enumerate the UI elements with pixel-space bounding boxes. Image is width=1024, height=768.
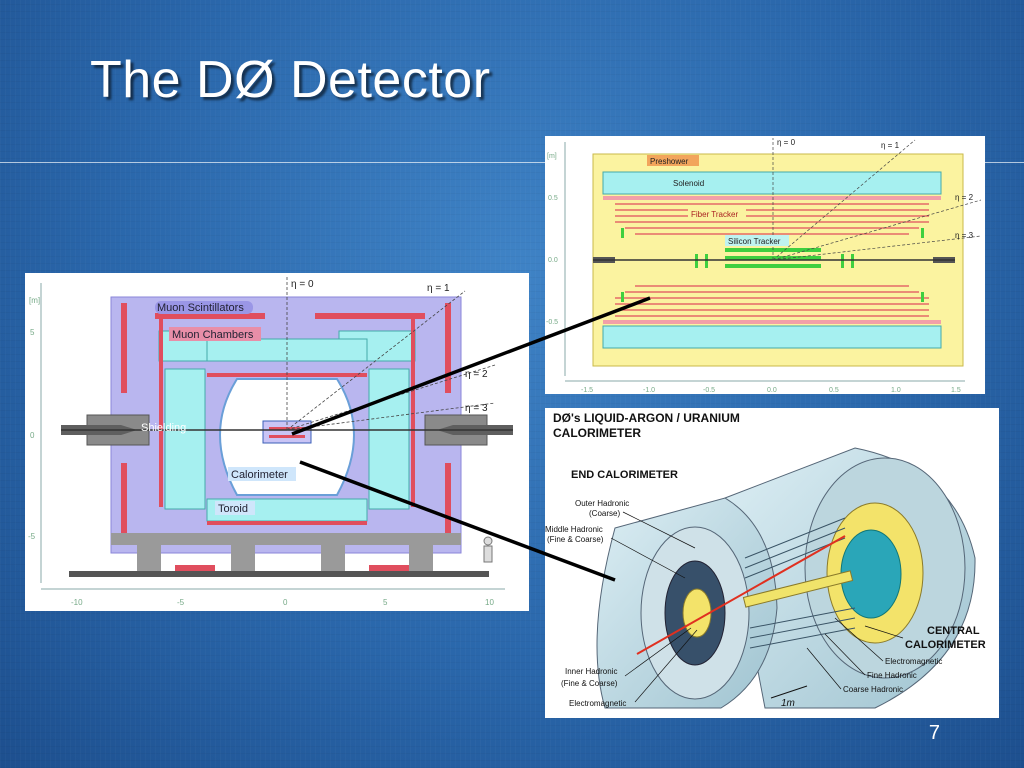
y-axis-unit: [m] — [29, 296, 40, 305]
muon-scintillators-label: Muon Scintillators — [157, 302, 244, 314]
middle-hadronic-label: Middle Hadronic — [545, 525, 603, 534]
tracker-y-unit: [m] — [547, 153, 557, 160]
outer-hadronic-label: Outer Hadronic — [575, 499, 629, 508]
muon-chamber-bar — [155, 313, 265, 319]
calorimeter-cutaway-panel: DØ's LIQUID-ARGON / URANIUM CALORIMETER … — [545, 408, 999, 718]
solenoid-label: Solenoid — [673, 179, 704, 188]
electromagnetic-label: Electromagnetic — [885, 657, 942, 666]
outer-hadronic-sublabel: (Coarse) — [589, 509, 620, 518]
calorimeter-cutaway-diagram: DØ's LIQUID-ARGON / URANIUM CALORIMETER … — [545, 411, 986, 709]
solenoid-bottom — [602, 325, 942, 349]
tracker-x-tick-neg1-0: -1.0 — [643, 387, 655, 394]
x-tick-neg5: -5 — [177, 598, 185, 607]
calorimeter-modules — [744, 517, 856, 649]
scale-label: 1m — [781, 698, 795, 709]
toroid-right — [368, 368, 410, 510]
x-tick-neg10: -10 — [71, 598, 83, 607]
y-tick-0: 0 — [30, 431, 35, 440]
middle-hadronic-sublabel: (Fine & Coarse) — [547, 535, 604, 544]
preshower-label: Preshower — [650, 157, 689, 166]
tracker-eta-2-label: η = 2 — [955, 193, 974, 202]
shielding-label: Shielding — [141, 422, 186, 434]
tracker-x-tick-0-5: 0.5 — [829, 387, 839, 394]
muon-chambers-label: Muon Chambers — [172, 329, 254, 341]
fine-hadronic-label: Fine Hadronic — [867, 671, 917, 680]
detector-cross-section-diagram: [m] 5 0 -5 -10 -5 0 5 10 — [28, 277, 513, 607]
detector-cross-section-panel: [m] 5 0 -5 -10 -5 0 5 10 — [25, 273, 529, 611]
tracker-x-tick-1-5: 1.5 — [951, 387, 961, 394]
calorimeter-title-line2: CALORIMETER — [553, 426, 641, 440]
y-tick-neg5: -5 — [28, 532, 36, 541]
tracker-closeup-diagram: [m] 0.5 0.0 -0.5 -1.5 -1.0 -0.5 0.0 0.5 … — [546, 138, 982, 394]
floor — [69, 571, 489, 577]
central-calorimeter-sublabel: CALORIMETER — [905, 639, 986, 651]
tracker-x-tick-neg0-5: -0.5 — [703, 387, 715, 394]
end-calorimeter-label: END CALORIMETER — [571, 469, 678, 481]
coarse-hadronic-label: Coarse Hadronic — [843, 685, 903, 694]
x-tick-10: 10 — [485, 598, 494, 607]
x-tick-5: 5 — [383, 598, 388, 607]
solenoid-top — [602, 171, 942, 195]
tracker-closeup-panel: [m] 0.5 0.0 -0.5 -1.5 -1.0 -0.5 0.0 0.5 … — [545, 136, 985, 394]
person-scale-icon — [483, 536, 493, 546]
tracker-y-tick-neg0-5: -0.5 — [546, 319, 558, 326]
scale-bar — [770, 685, 808, 699]
calorimeter-beam-line — [636, 535, 846, 655]
calorimeter-label: Calorimeter — [231, 469, 288, 481]
tracker-eta-1-label: η = 1 — [881, 141, 900, 150]
eta-3-label: η = 3 — [465, 403, 488, 414]
fiber-tracker-label: Fiber Tracker — [691, 210, 738, 219]
muon-chamber-bar — [121, 303, 127, 393]
y-tick-5: 5 — [30, 328, 35, 337]
x-tick-0: 0 — [283, 598, 288, 607]
muon-chamber-bar — [445, 303, 451, 393]
calorimeter-title-line1: DØ's LIQUID-ARGON / URANIUM — [553, 411, 740, 425]
muon-chamber-bar — [159, 317, 163, 507]
inner-hadronic-label: Inner Hadronic — [565, 667, 617, 676]
tracker-x-tick-1-0: 1.0 — [891, 387, 901, 394]
tracker-y-tick-0-5: 0.5 — [548, 195, 558, 202]
muon-chamber-bar — [411, 317, 415, 507]
silicon-tracker-label: Silicon Tracker — [728, 237, 781, 246]
toroid-left — [164, 368, 206, 510]
eta-1-label: η = 1 — [427, 283, 450, 294]
slide-number: 7 — [928, 722, 940, 744]
central-calorimeter-label: CENTRAL — [927, 625, 980, 637]
eta-2-label: η = 2 — [465, 369, 488, 380]
inner-hadronic-sublabel: (Fine & Coarse) — [561, 679, 618, 688]
title-divider — [0, 162, 1024, 163]
muon-chamber-bar — [315, 313, 425, 319]
tracker-x-tick-0-0: 0.0 — [767, 387, 777, 394]
muon-chamber-bar — [121, 463, 127, 543]
tracker-y-tick-0-0: 0.0 — [548, 257, 558, 264]
toroid-label: Toroid — [218, 503, 248, 515]
slide-title: The DØ Detector — [90, 51, 491, 109]
tracker-x-tick-neg1-5: -1.5 — [581, 387, 593, 394]
fiber-tracker-layers — [615, 203, 929, 317]
muon-chamber-bar — [207, 521, 367, 525]
tracker-eta-0-label: η = 0 — [777, 138, 796, 147]
muon-chamber-bar — [445, 463, 451, 543]
eta-0-label: η = 0 — [291, 279, 314, 290]
tracker-eta-3-label: η = 3 — [955, 231, 974, 240]
end-electromagnetic-label: Electromagnetic — [569, 699, 626, 708]
